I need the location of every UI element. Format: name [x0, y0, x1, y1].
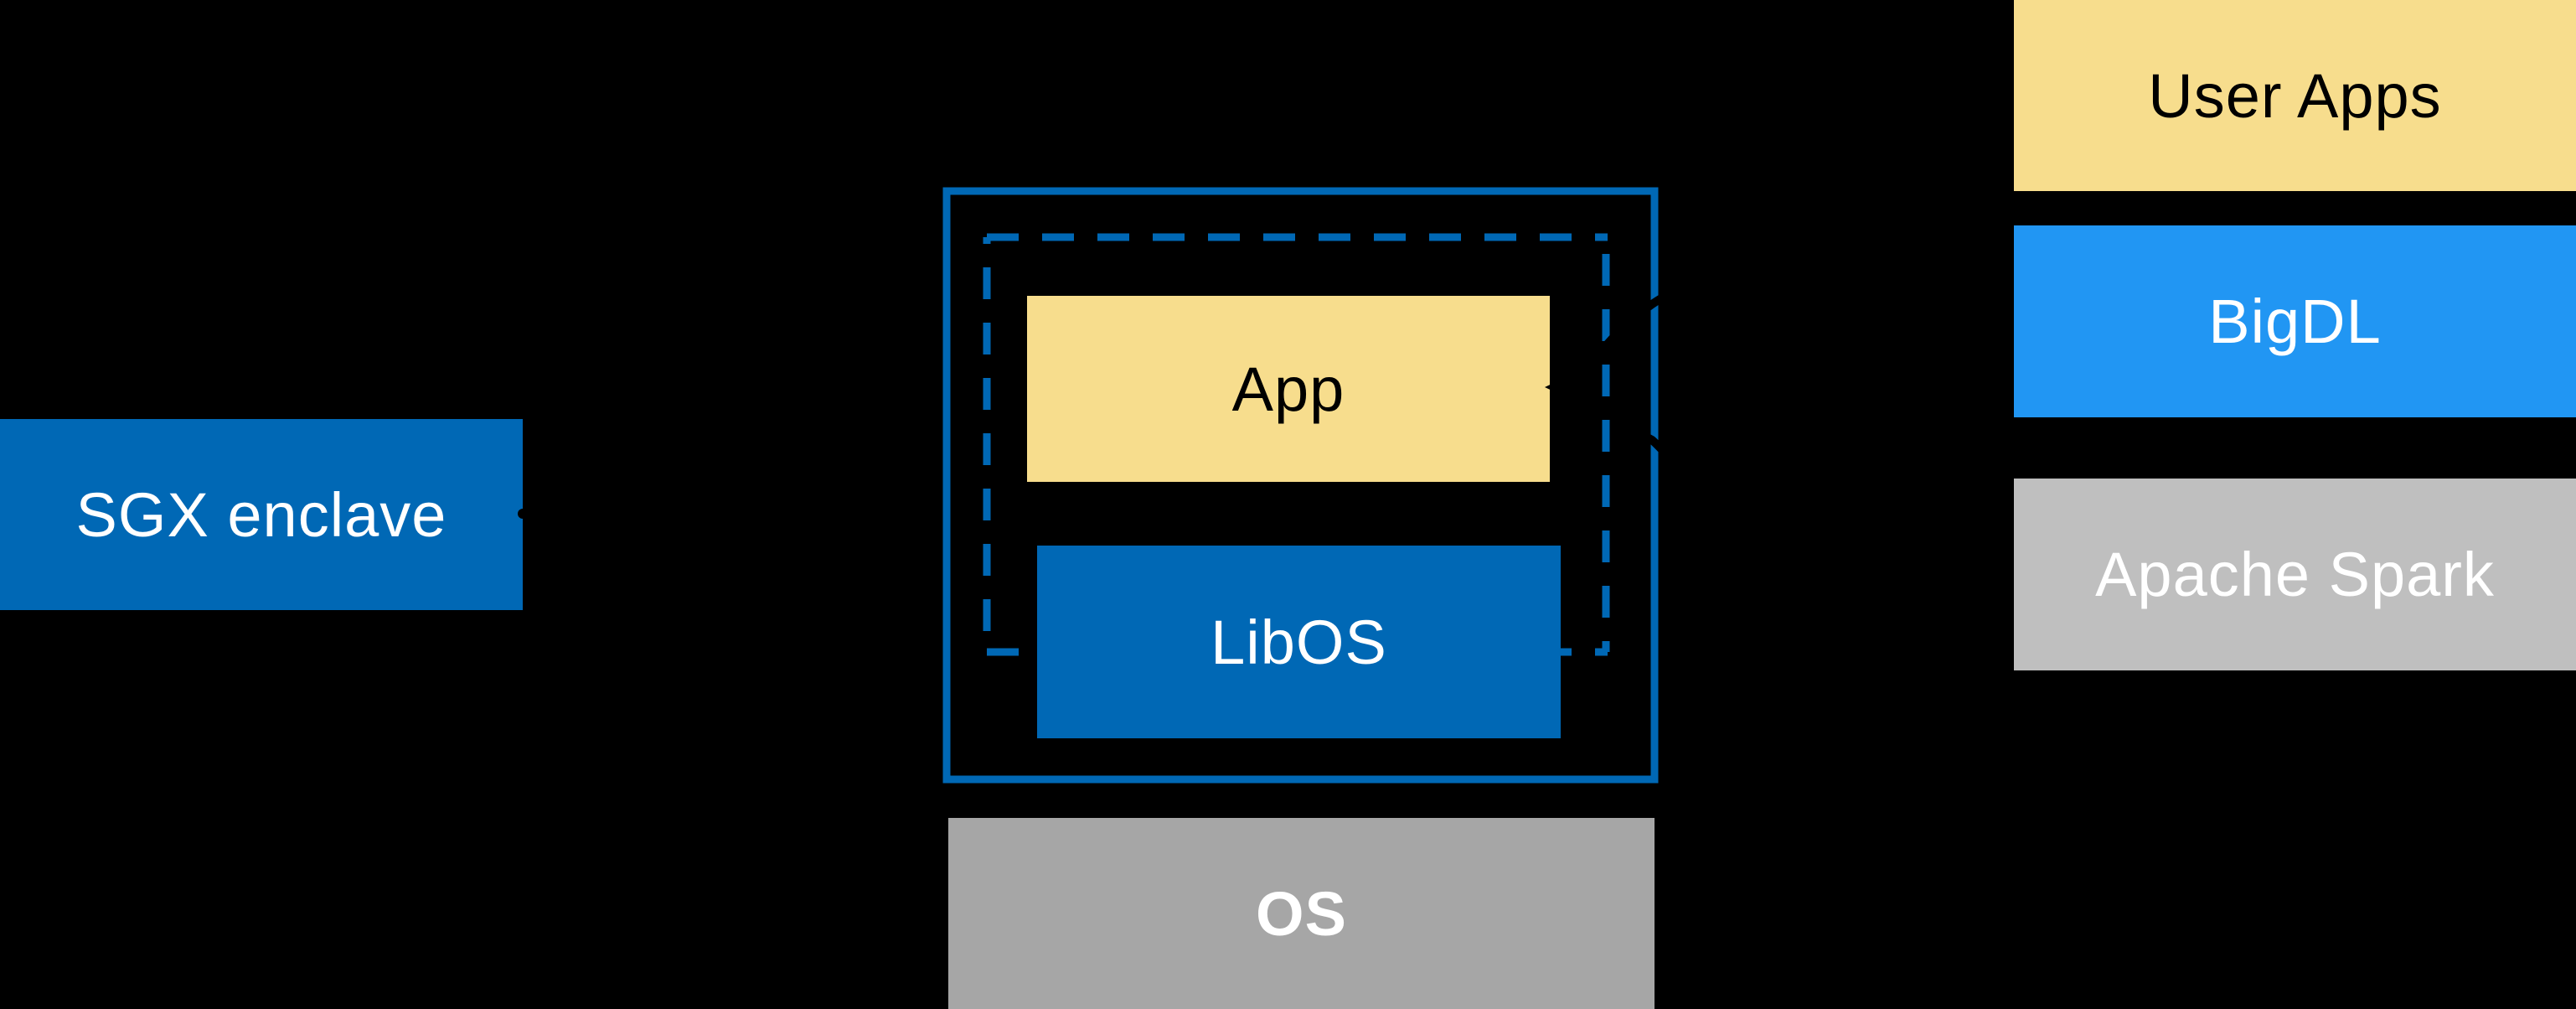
sgx-enclave-label: SGX enclave: [75, 479, 447, 550]
libos-box: LibOS: [1037, 546, 1561, 738]
apache-spark-label: Apache Spark: [2095, 540, 2495, 609]
curved-arrow-to-app-upper: [1568, 274, 1747, 389]
user-apps-box: User Apps: [2014, 0, 2576, 191]
bigdl-box: BigDL: [2014, 225, 2576, 417]
app-label: App: [1231, 354, 1345, 424]
curved-arrow-to-app-lower: [1569, 385, 1748, 517]
os-label: OS: [1256, 878, 1347, 949]
bigdl-label: BigDL: [2208, 287, 2382, 356]
os-box: OS: [948, 818, 1655, 1009]
sgx-connector-dot-icon: [518, 509, 528, 519]
apache-spark-box: Apache Spark: [2014, 479, 2576, 670]
user-apps-label: User Apps: [2148, 60, 2442, 131]
arrow-head-icon: [1545, 374, 1573, 401]
sgx-enclave-callout: SGX enclave: [0, 419, 523, 610]
libos-label: LibOS: [1211, 607, 1387, 677]
sgx-connector-line: [522, 454, 942, 516]
enclave-outer-border: [942, 187, 1659, 784]
app-box: App: [1027, 296, 1550, 482]
